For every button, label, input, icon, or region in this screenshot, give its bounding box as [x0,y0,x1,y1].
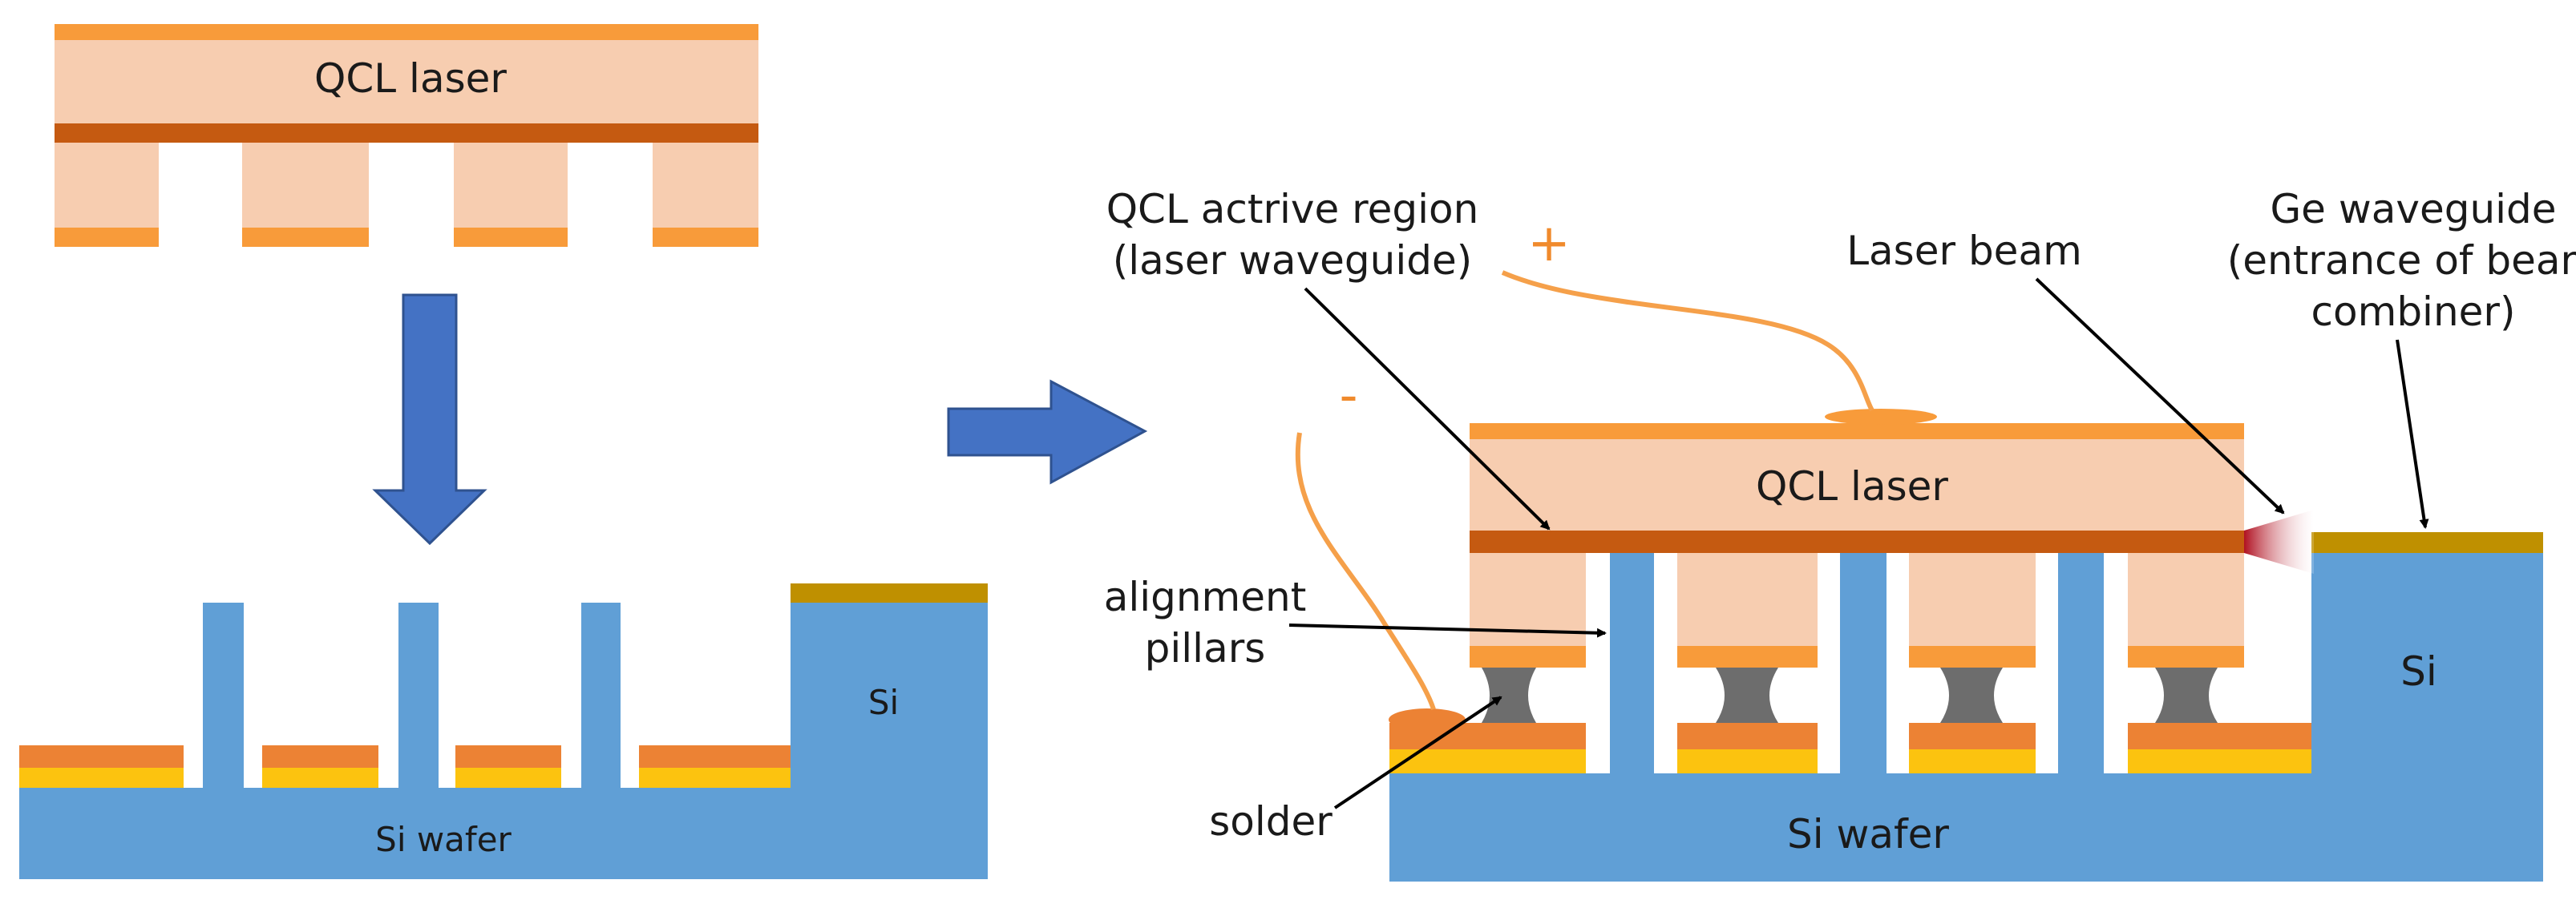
left-si-label: Si [868,683,899,722]
left-pad-orange [639,745,791,768]
right-leg-contact [1677,646,1818,668]
left-pad-yellow [262,768,378,788]
right-top-contact [1470,423,2244,439]
left-pad-yellow [455,768,561,788]
left-leg-contact [55,228,159,247]
right-laser-leg [1677,553,1818,646]
left-top-contact [55,24,758,40]
right-laser-leg [1909,553,2036,646]
laser-beam [2244,510,2314,574]
right-arrow [947,379,1148,485]
ge-waveguide-label-line3: combiner) [2311,289,2516,335]
solder-joint [1716,668,1778,723]
bottom-pad-orange [1677,723,1818,749]
wire-bond-pad [1825,409,1937,425]
ground-solder-blob [1389,708,1466,731]
left-pad-orange [19,745,184,768]
active-region-label-line2: (laser waveguide) [1113,237,1473,284]
left-qcl-laser-chip: QCL laser [55,24,758,247]
left-active-region [55,123,758,143]
bottom-pad-yellow [2128,749,2311,773]
right-ge-waveguide [2311,532,2543,553]
right-solder-joints [1482,668,2218,723]
bottom-pad-yellow [1389,749,1586,773]
right-leg-contact [1470,646,1586,668]
right-leg-contact [2128,646,2244,668]
left-pad-yellow [639,768,791,788]
pillars-arrow [1288,624,1607,638]
right-si-label: Si [2400,648,2437,695]
positive-wire [1501,270,1874,412]
ge-waveguide-label-line2: (entrance of beam [2227,237,2576,284]
laser-beam-arrow [2035,277,2285,515]
pillars-label-line1: alignment [1104,574,1307,620]
right-qcl-label: QCL laser [1756,463,1948,510]
left-laser-leg [242,143,369,228]
right-bottom-pads [1389,708,2311,773]
bottom-pad-yellow [1677,749,1818,773]
ge-waveguide-arrow [2396,339,2429,529]
left-laser-leg [653,143,758,228]
left-laser-leg [55,143,159,228]
laser-beam-label: Laser beam [1846,228,2082,274]
bottom-pad-orange [1909,723,2036,749]
right-laser-leg [2128,553,2244,646]
solder-joint [2155,668,2218,723]
left-ge-layer [791,583,988,603]
negative-wire [1295,432,1436,710]
down-arrow [372,293,487,546]
solder-arrow [1333,696,1502,809]
right-leg-contact [1909,646,2036,668]
right-active-region [1470,531,2244,553]
pillars-label-line2: pillars [1145,625,1266,672]
left-pad-yellow [19,768,184,788]
bottom-pad-yellow [1909,749,2036,773]
left-wafer-label: Si wafer [375,820,512,859]
active-region-label-line1: QCL actrive region [1106,186,1479,232]
active-region-arrow [1304,287,1551,531]
left-laser-leg [454,143,568,228]
solder-joint [1482,668,1536,723]
right-wafer-body [1389,553,2543,882]
left-pad-orange [262,745,378,768]
minus-sign: - [1339,366,1357,426]
right-laser-body [1470,439,2244,531]
plus-sign: + [1527,214,1571,273]
solder-joint [1940,668,2003,723]
ge-waveguide-label-line1: Ge waveguide [2270,186,2556,232]
right-si-wafer: Si Si wafer [1389,532,2543,882]
left-wafer-body [19,596,988,879]
left-leg-contact [454,228,568,247]
right-qcl-laser-chip: QCL laser [1470,409,2244,668]
left-leg-contact [653,228,758,247]
left-qcl-label: QCL laser [314,55,507,102]
left-si-wafer: Si Si wafer [19,583,988,879]
left-leg-contact [242,228,369,247]
bottom-pad-orange [2128,723,2311,749]
left-laser-body [55,40,758,123]
left-pad-orange [455,745,561,768]
solder-label: solder [1209,798,1332,845]
right-wafer-label: Si wafer [1787,811,1949,858]
